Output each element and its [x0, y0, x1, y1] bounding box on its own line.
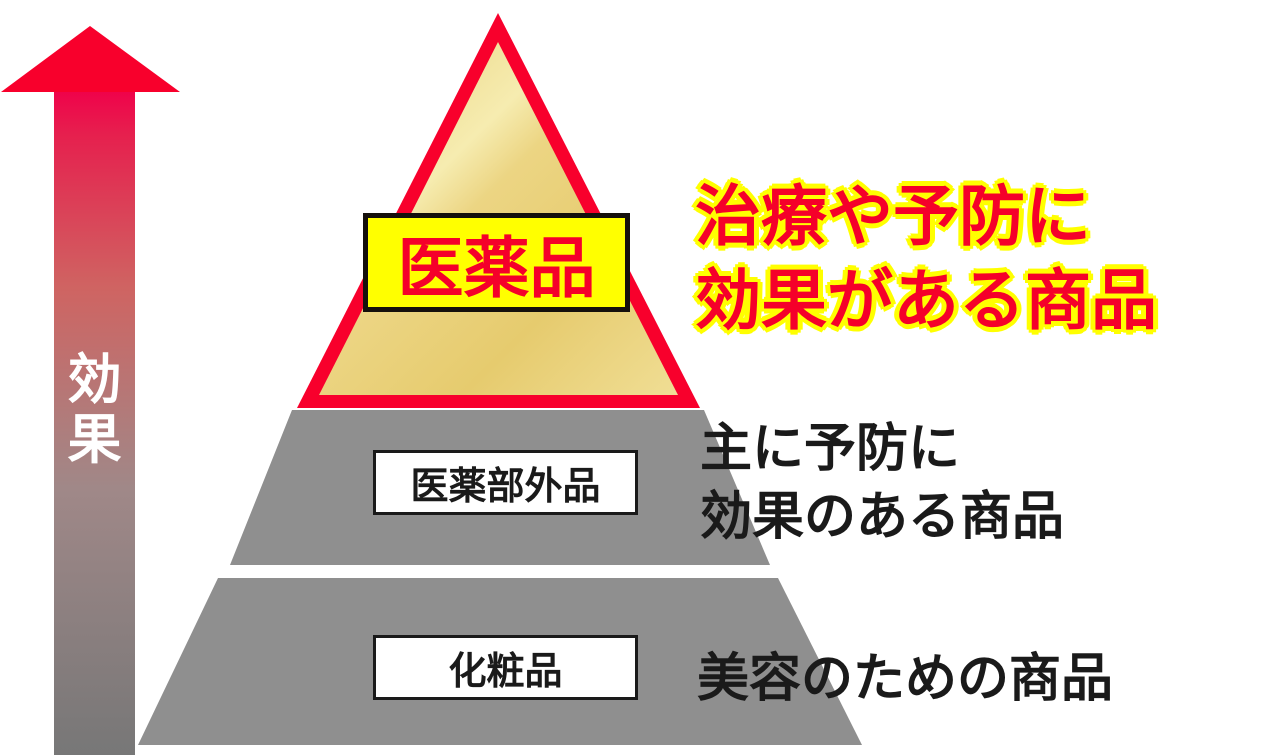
arrow-shaft	[54, 88, 135, 755]
description-line: 治療や予防に	[695, 178, 1091, 255]
tier-description-cosmetics: 美容のための商品	[697, 636, 1113, 711]
effect-arrow	[1, 26, 180, 755]
tier-label-pharmaceutical: 医薬品	[363, 213, 630, 312]
description-line: 効果のある商品	[700, 487, 1065, 547]
arrow-head	[1, 26, 180, 92]
arrow-label: 効果	[67, 348, 122, 471]
tier-description-quasi-drug: 主に予防に 効果のある商品	[700, 415, 1064, 551]
tier-label-quasi-drug: 医薬部外品	[373, 450, 638, 515]
tier-label-cosmetics: 化粧品	[373, 635, 638, 700]
tier-description-pharmaceutical: 治療や予防に 効果がある商品	[695, 175, 1157, 343]
description-line: 効果がある商品	[695, 262, 1157, 339]
description-line: 主に予防に	[700, 419, 961, 479]
description-line: 美容のための商品	[697, 649, 1114, 709]
